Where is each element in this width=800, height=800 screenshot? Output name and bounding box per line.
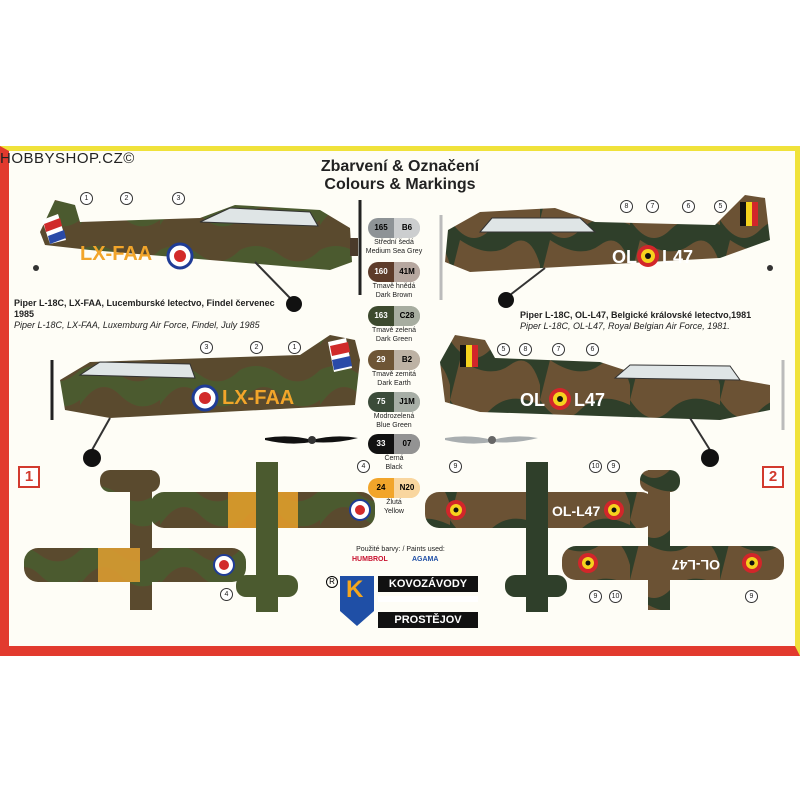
v1-registration-bottom: LX-FAA [222,387,294,409]
v2-registration-bottom-left: OL [520,390,545,410]
title-cz: Zbarvení & Označení [320,158,480,175]
callout: 5 [714,200,727,213]
v1-side-view-top [33,200,362,312]
callout: 9 [745,590,758,603]
v2-side-view-top [439,195,773,308]
callout: 3 [172,192,185,205]
v1-side-view-bottom [50,335,360,467]
brand-agama: AGAMA [412,556,439,563]
callout: 9 [589,590,602,603]
callout: 7 [552,343,565,356]
registered-mark: R [326,576,338,588]
variant2-number-badge: 2 [762,466,784,488]
v2-top-wing-registration: OL-L47 [552,503,600,519]
v2-registration-top-left: OL [612,247,637,267]
logo-line2: PROSTĚJOV [378,612,478,628]
v1-plan-views [24,462,375,612]
manufacturer-logo: R K KOVOZÁVODY PROSTĚJOV [326,572,478,632]
callout: 9 [449,460,462,473]
v2-propeller [445,436,538,444]
variant2-caption-en: Piper L-18C, OL-L47, Royal Belgian Air F… [520,321,730,331]
callout: 6 [682,200,695,213]
variant2-caption: Piper L-18C, OL-L47, Belgické královské … [520,310,792,332]
callout: 4 [357,460,370,473]
v1-registration-top: LX-FAA [80,243,152,265]
brand-humbrol: HUMBROL [352,556,388,563]
logo-line1: KOVOZÁVODY [378,576,478,592]
v2-side-view-bottom [440,335,785,467]
callout: 2 [120,192,133,205]
callout: 8 [620,200,633,213]
k-shield-icon: K [340,576,374,626]
callout: 2 [250,341,263,354]
callout: 5 [497,343,510,356]
v1-propeller [265,436,358,444]
variant1-caption-en: Piper L-18C, LX-FAA, Luxemburg Air Force… [14,320,260,330]
callout: 6 [586,343,599,356]
callout: 4 [220,588,233,601]
v2-underside-registration: OL-L47 [672,557,720,573]
callout: 1 [288,341,301,354]
watermark: HOBBYSHOP.CZ© [0,150,135,167]
v2-plan-views [425,462,784,612]
variant1-caption-cz: Piper L-18C, LX-FAA, Lucemburské letectv… [14,298,275,319]
variant2-caption-cz: Piper L-18C, OL-L47, Belgické královské … [520,310,752,320]
callout: 7 [646,200,659,213]
paints-used-label: Použité barvy: / Paints used: [356,546,445,553]
callout: 8 [519,343,532,356]
callout: 3 [200,341,213,354]
callout: 1 [80,192,93,205]
variant1-caption: Piper L-18C, LX-FAA, Lucemburské letectv… [14,298,284,331]
callout: 9 [607,460,620,473]
callout: 10 [609,590,622,603]
callout: 10 [589,460,602,473]
title-en: Colours & Markings [324,176,476,193]
v2-registration-top-right: L47 [662,247,693,267]
v2-registration-bottom-right: L47 [574,390,605,410]
page-title: Zbarvení & Označení Colours & Markings [300,158,500,194]
variant1-number-badge: 1 [18,466,40,488]
